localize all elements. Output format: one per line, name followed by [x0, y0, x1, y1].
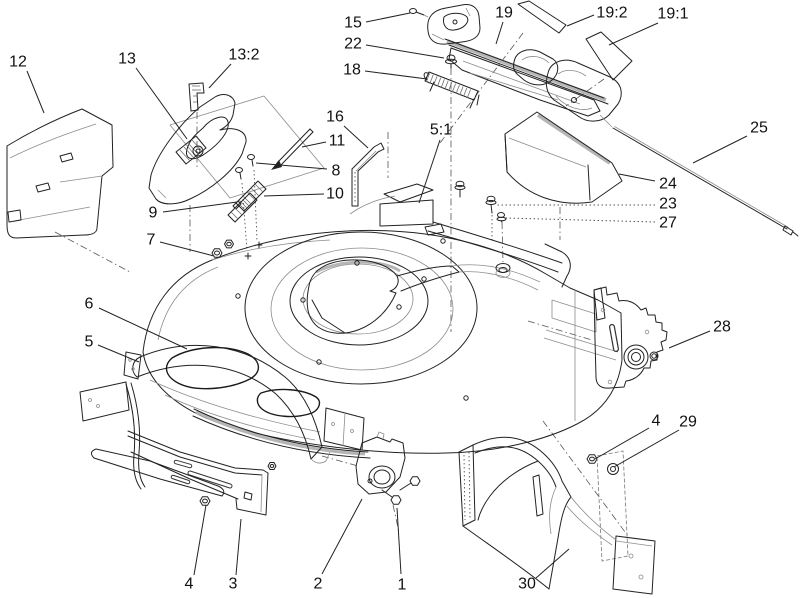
- callout-label-13: 13: [118, 51, 136, 68]
- callout-leader-24: [618, 173, 656, 182]
- callout-label-19: 19: [495, 5, 513, 22]
- callout-leader-6: [98, 307, 188, 350]
- callout-label-7: 7: [147, 232, 156, 249]
- callout-label-25: 25: [750, 120, 768, 137]
- callout-label-19:1: 19:1: [657, 6, 688, 23]
- part-13-handle-bracket: [148, 94, 247, 205]
- callout-label-23: 23: [659, 196, 677, 213]
- callout-label-16: 16: [326, 109, 344, 126]
- callout-leader-15: [365, 12, 411, 23]
- part-7-nuts: [211, 239, 234, 258]
- callout-leader-7: [159, 241, 215, 257]
- callout-leader-5: [97, 344, 140, 363]
- part-1-bolts: [381, 476, 421, 505]
- callout-leader-29: [613, 429, 680, 468]
- callout-label-3: 3: [229, 576, 238, 593]
- callout-leader-12: [26, 70, 45, 114]
- callout-leader-5:1: [418, 139, 441, 204]
- callout-leader-30: [535, 548, 570, 579]
- callout-label-4: 4: [185, 576, 194, 593]
- callout-label-10: 10: [326, 186, 344, 203]
- decal-19-2: [517, 0, 567, 34]
- main-deck-housing: [142, 221, 623, 459]
- part-22-bolt: [445, 54, 457, 69]
- callout-leader-2: [321, 498, 363, 575]
- callout-label-29: 29: [679, 414, 697, 431]
- callout-leader-19:1: [608, 22, 659, 46]
- callout-label-9: 9: [149, 205, 158, 222]
- callout-leader-22: [365, 44, 445, 59]
- part-29-washer: [607, 463, 619, 475]
- part-12-cover-panel: [6, 108, 114, 239]
- blade-opening: [306, 259, 399, 334]
- callout-label-2: 2: [314, 576, 323, 593]
- part-4-nut: [199, 496, 211, 506]
- callout-leader-8: [255, 162, 328, 170]
- part-30-rear-skirt: [458, 436, 656, 595]
- part-5-1-deck-bracket: [349, 183, 434, 227]
- callout-leader-9: [162, 201, 238, 213]
- callout-label-6: 6: [85, 296, 94, 313]
- callout-label-13:2: 13:2: [228, 47, 259, 64]
- callout-leader-28: [668, 330, 711, 349]
- part-8-screws: [235, 154, 255, 180]
- callout-leader-4: [193, 504, 207, 576]
- part-16-trim-strip: [351, 142, 385, 207]
- mount-hole-crosses: [244, 241, 263, 260]
- callout-leader-13:2: [208, 63, 232, 89]
- decal-19-1: [585, 31, 633, 81]
- front-bumper-5-6: [123, 344, 365, 464]
- callout-leader-19: [495, 21, 504, 45]
- callout-label-24: 24: [659, 176, 677, 193]
- part-9-damper: [227, 192, 258, 223]
- part-24-chute: [504, 111, 623, 204]
- callout-leader-25: [692, 135, 748, 164]
- callout-leader-1: [396, 507, 402, 575]
- callout-label-15: 15: [344, 15, 362, 32]
- callout-label-18: 18: [343, 62, 361, 79]
- callout-label-28: 28: [713, 319, 731, 336]
- bracket-assembly-3: [79, 381, 277, 516]
- part-25-cable: [612, 126, 799, 237]
- callout-label-27: 27: [659, 215, 677, 232]
- callout-label-19:2: 19:2: [596, 5, 627, 22]
- callout-leader-27: [505, 217, 656, 223]
- callout-label-5: 5: [85, 334, 94, 351]
- part-2-adjuster-plate: [355, 431, 406, 495]
- callout-label-12: 12: [9, 54, 27, 71]
- part-11-rod: [271, 128, 314, 170]
- callout-label-4: 4: [652, 413, 661, 430]
- callout-leader-18: [364, 70, 428, 80]
- callout-label-8: 8: [332, 163, 341, 180]
- part-4-nut-right: [586, 454, 598, 464]
- callout-label-22: 22: [344, 36, 362, 53]
- ghost-plane: [169, 95, 325, 199]
- callout-label-5:1: 5:1: [430, 122, 452, 139]
- callout-label-1: 1: [398, 577, 407, 594]
- part-13-2-clip: [188, 82, 205, 112]
- hardware-bolts-23-27: [454, 180, 507, 223]
- callout-label-11: 11: [329, 133, 346, 150]
- part-15-screw: [409, 8, 429, 18]
- center-lines: [54, 32, 629, 537]
- callout-leader-3: [235, 518, 242, 576]
- callout-leader-11: [301, 141, 327, 148]
- callout-leader-10: [263, 193, 325, 197]
- callout-leader-19:2: [566, 14, 595, 27]
- callout-leader-13: [135, 67, 188, 140]
- callout-leader-4: [594, 427, 650, 460]
- callout-label-30: 30: [518, 576, 536, 593]
- callout-leader-16: [343, 125, 369, 149]
- part-19-rear-door-assembly: [427, 4, 622, 128]
- part-28-toothed-plate: [593, 286, 668, 389]
